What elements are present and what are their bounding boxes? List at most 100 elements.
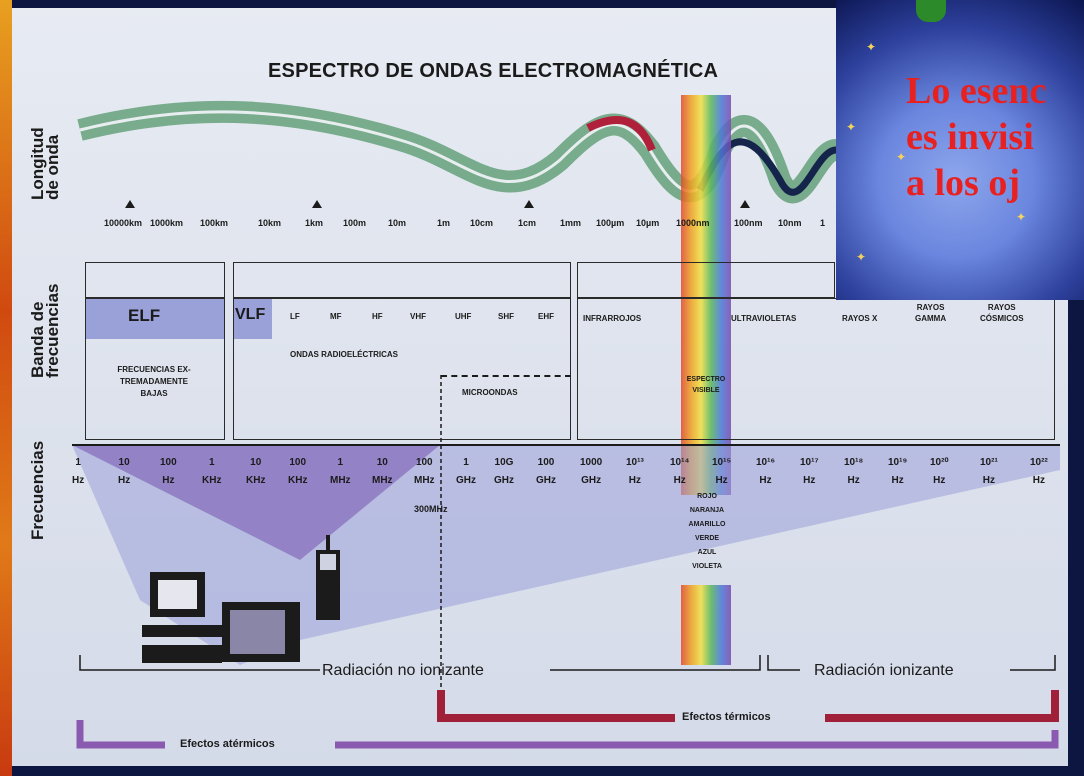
wavelength-marker bbox=[312, 200, 322, 208]
band-vlf: VLF bbox=[235, 306, 266, 323]
wavelength-label: 100µm bbox=[596, 218, 625, 228]
star-icon: ✦ bbox=[896, 150, 907, 164]
band-uhf: UHF bbox=[455, 312, 472, 321]
elf-description: FRECUENCIAS EX- TREMADAMENTE BAJAS bbox=[117, 365, 191, 398]
ionizing-bracket-left bbox=[767, 655, 800, 671]
vlf-fill bbox=[234, 299, 272, 339]
elf-fill bbox=[86, 299, 224, 339]
visible-color-green: VERDE bbox=[694, 535, 720, 542]
band-vhf: VHF bbox=[410, 312, 426, 321]
star-icon: ✦ bbox=[1016, 210, 1027, 224]
band-hf: HF bbox=[372, 312, 383, 321]
wavelength-label: 10cm bbox=[470, 218, 494, 228]
bands-axis-label: Banda de frecuencias bbox=[28, 283, 62, 379]
wavelength-axis-label: Longitud de onda bbox=[28, 127, 62, 200]
frequency-label: 10¹⁹ Hz bbox=[888, 457, 908, 486]
frequency-label: 10²² Hz bbox=[1030, 457, 1048, 486]
frequency-label: 1 MHz bbox=[330, 457, 351, 486]
wavelength-label: 1000km bbox=[150, 218, 184, 228]
star-icon: ✦ bbox=[856, 250, 867, 264]
visible-color-orange: NARANJA bbox=[689, 507, 725, 514]
optical-box bbox=[577, 298, 1055, 440]
computer-base bbox=[142, 645, 222, 663]
star-icon: ✦ bbox=[846, 120, 857, 134]
band-ultraviolet: ULTRAVIOLETAS bbox=[731, 314, 797, 323]
frequency-label: 10¹⁴ Hz bbox=[670, 457, 690, 486]
wavelength-label: 1cm bbox=[518, 218, 537, 228]
band-mf: MF bbox=[330, 312, 342, 321]
visible-color-violet: VIOLETA bbox=[692, 563, 722, 570]
frequency-label: 10G GHz bbox=[494, 457, 514, 486]
radio-box bbox=[233, 298, 571, 440]
band-cells-elf bbox=[85, 262, 225, 298]
thermal-effects-label: Efectos térmicos bbox=[682, 711, 771, 723]
wavelength-label: 10nm bbox=[778, 218, 802, 228]
frequency-label: 1 KHz bbox=[202, 457, 222, 486]
frequency-label: 100 KHz bbox=[288, 457, 308, 486]
visible-strip-bottom bbox=[681, 585, 731, 665]
inset-quote: Lo esenc es invisi a los oj bbox=[906, 70, 1047, 204]
spectrum-poster bbox=[12, 8, 1068, 766]
frequency-label: 10¹⁷ Hz bbox=[800, 457, 819, 486]
wavelength-label: 1000nm bbox=[676, 218, 710, 228]
band-lf: LF bbox=[290, 312, 300, 321]
athermal-effects-label: Efectos atérmicos bbox=[180, 738, 275, 750]
wavelength-marker bbox=[125, 200, 135, 208]
band-cells-optical bbox=[577, 262, 835, 298]
radio-waves-label: ONDAS RADIOELÉCTRICAS bbox=[290, 350, 399, 359]
ionizing-bracket-right bbox=[1010, 655, 1056, 671]
visible-strip-top bbox=[681, 95, 731, 495]
wavelength-label: 1mm bbox=[560, 218, 582, 228]
wavelength-marker bbox=[524, 200, 534, 208]
frequency-label: 100 MHz bbox=[414, 457, 435, 486]
frequency-label: 10¹⁵ Hz bbox=[712, 457, 732, 486]
band-elf: ELF bbox=[128, 306, 161, 325]
wave-red bbox=[586, 116, 656, 152]
frequency-label: 10²¹ Hz bbox=[980, 457, 998, 486]
frequency-label: 10 MHz bbox=[372, 457, 393, 486]
wavelength-label: 1 bbox=[820, 218, 826, 228]
wavelength-label: 1km bbox=[305, 218, 324, 228]
band-gamma: RAYOS GAMMA bbox=[915, 303, 947, 323]
visible-color-yellow: AMARILLO bbox=[688, 521, 726, 528]
frequency-label: 100 Hz bbox=[160, 457, 177, 486]
microwave-divider bbox=[441, 375, 571, 379]
frequency-label: 1 Hz bbox=[72, 457, 85, 486]
frequency-label: 10 KHz bbox=[246, 457, 266, 486]
frequency-label: 10¹⁸ Hz bbox=[844, 457, 864, 486]
left-orange-edge bbox=[0, 0, 12, 776]
visible-color-red: ROJO bbox=[697, 493, 717, 500]
wavelength-label: 10m bbox=[388, 218, 407, 228]
non-ionizing-bracket bbox=[79, 655, 320, 671]
visible-spectrum-label: ESPECTRO VISIBLE bbox=[686, 376, 726, 394]
wavelength-label: 100km bbox=[200, 218, 229, 228]
wavelength-label: 100m bbox=[343, 218, 367, 228]
frequency-label: 1000 GHz bbox=[580, 457, 603, 486]
frequency-label: 100 GHz bbox=[536, 457, 556, 486]
band-xray: RAYOS X bbox=[842, 314, 878, 323]
green-shape bbox=[916, 0, 946, 22]
visible-color-blue: AZUL bbox=[697, 549, 717, 556]
computer-keyboard bbox=[142, 625, 222, 637]
thermal-bar-right bbox=[825, 690, 1059, 722]
wavelength-marker bbox=[740, 200, 750, 208]
non-ionizing-bracket-right bbox=[550, 655, 761, 671]
frequency-label: 10²⁰ Hz bbox=[930, 457, 949, 486]
microwaves-label: MICROONDAS bbox=[462, 388, 518, 397]
athermal-bar-right bbox=[335, 730, 1059, 749]
athermal-bar bbox=[76, 720, 165, 749]
non-ionizing-label: Radiación no ionizante bbox=[322, 662, 484, 679]
diagram-title: ESPECTRO DE ONDAS ELECTROMAGNÉTICA bbox=[268, 60, 719, 82]
ionizing-label: Radiación ionizante bbox=[814, 662, 954, 679]
band-ehf: EHF bbox=[538, 312, 554, 321]
wavelength-label: 10km bbox=[258, 218, 282, 228]
little-prince-inset: ✦ ✦ ✦ ✦ ✦ Lo esenc es invisi a los oj bbox=[836, 0, 1084, 300]
band-shf: SHF bbox=[498, 312, 514, 321]
wavelength-label: 100nm bbox=[734, 218, 763, 228]
star-icon: ✦ bbox=[866, 40, 877, 54]
band-cosmic: RAYOS CÓSMICOS bbox=[980, 303, 1024, 323]
band-cells-radio bbox=[233, 262, 571, 298]
frequencies-axis-label: Frecuencias bbox=[28, 440, 47, 540]
